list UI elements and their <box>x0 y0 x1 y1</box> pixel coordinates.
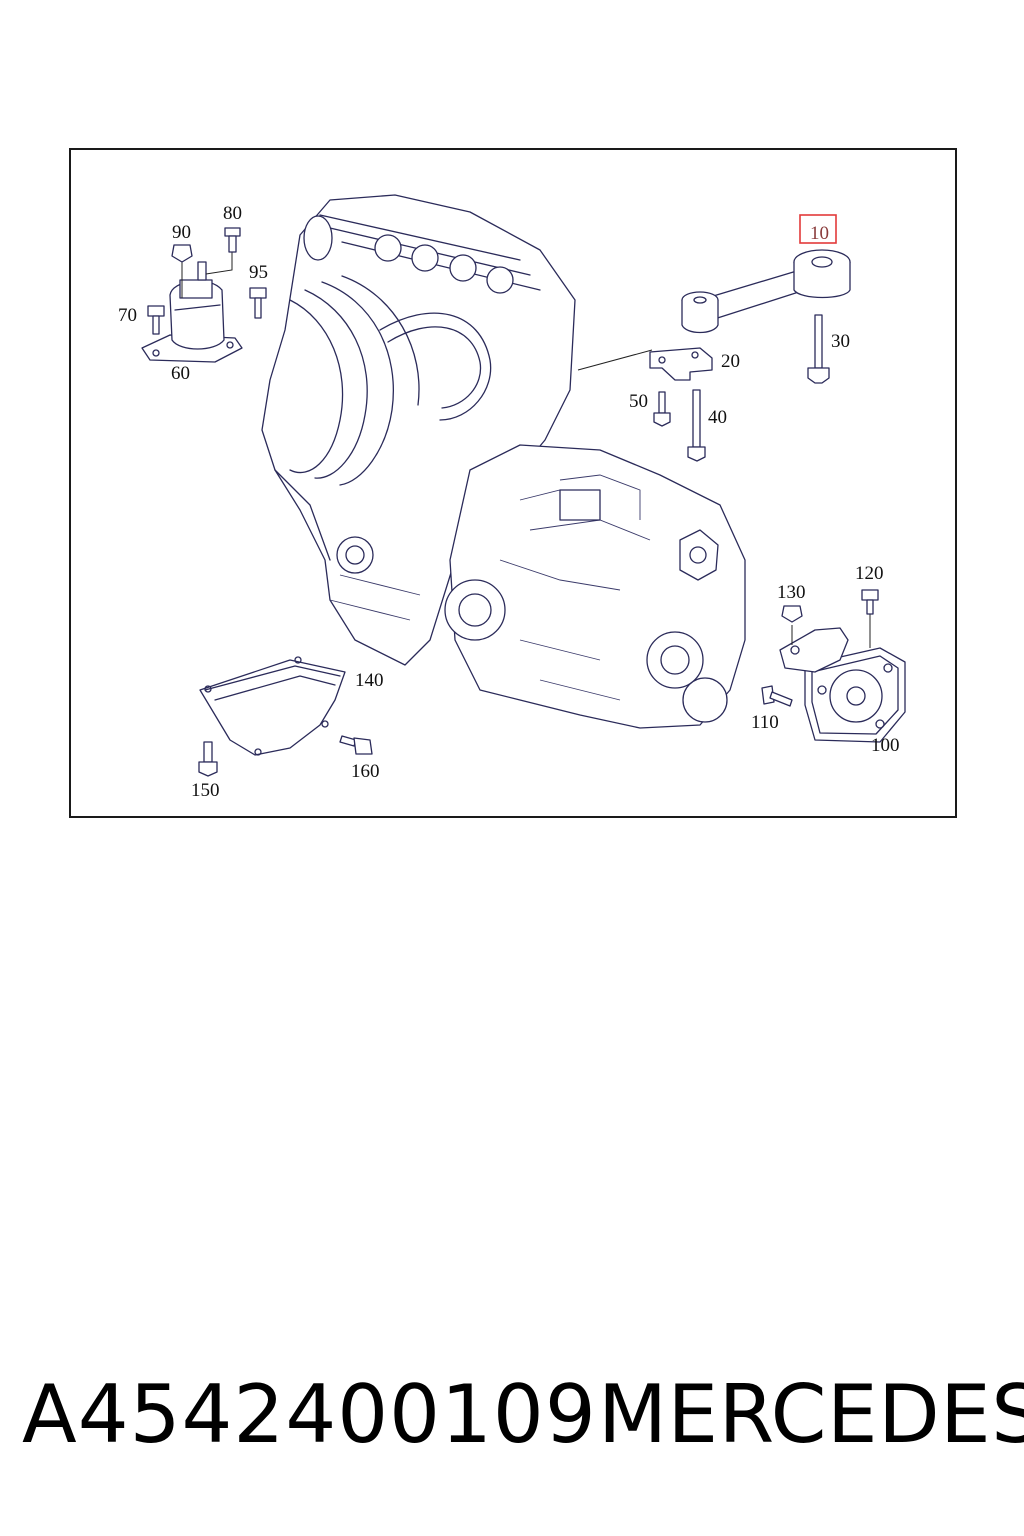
part-120-bolt <box>861 589 879 615</box>
callout-40: 40 <box>708 407 727 428</box>
callout-70: 70 <box>118 305 137 326</box>
part-140-cover <box>199 656 346 756</box>
callout-50: 50 <box>629 391 648 412</box>
engine-assembly <box>261 194 576 666</box>
part-40-bolt <box>687 389 706 462</box>
callout-10-highlight <box>799 214 837 244</box>
part-110-bolt <box>761 685 793 707</box>
part-70-bolt <box>147 305 165 335</box>
callout-130: 130 <box>777 582 806 603</box>
part-90-nut <box>171 244 193 263</box>
callout-90: 90 <box>172 222 191 243</box>
part-10-torque-rod <box>681 249 851 334</box>
brand-name: MERCEDES <box>598 1368 1024 1461</box>
callout-95: 95 <box>249 262 268 283</box>
part-95-bolt <box>249 287 267 319</box>
callout-110: 110 <box>751 712 779 733</box>
callout-150: 150 <box>191 780 220 801</box>
part-50-bolt <box>653 391 671 427</box>
callout-20: 20 <box>721 351 740 372</box>
callout-120: 120 <box>855 563 884 584</box>
callout-80: 80 <box>223 203 242 224</box>
part-20-bracket <box>649 347 713 381</box>
callout-60: 60 <box>171 363 190 384</box>
callout-30: 30 <box>831 331 850 352</box>
callout-100: 100 <box>871 735 900 756</box>
part-130-nut <box>781 605 803 623</box>
footer: A4542400109 MERCEDES <box>0 1368 1024 1478</box>
part-30-bolt <box>807 314 830 384</box>
part-100-transmission-mount <box>779 612 906 743</box>
callout-10: 10 <box>810 223 829 244</box>
part-150-bolt <box>198 741 218 777</box>
part-number: A4542400109 <box>22 1368 597 1461</box>
callout-140: 140 <box>355 670 384 691</box>
gearbox-assembly <box>444 444 746 729</box>
part-160-bolt <box>339 735 373 755</box>
part-80-bolt <box>224 227 241 253</box>
part-60-engine-mount <box>141 250 243 363</box>
callout-160: 160 <box>351 761 380 782</box>
